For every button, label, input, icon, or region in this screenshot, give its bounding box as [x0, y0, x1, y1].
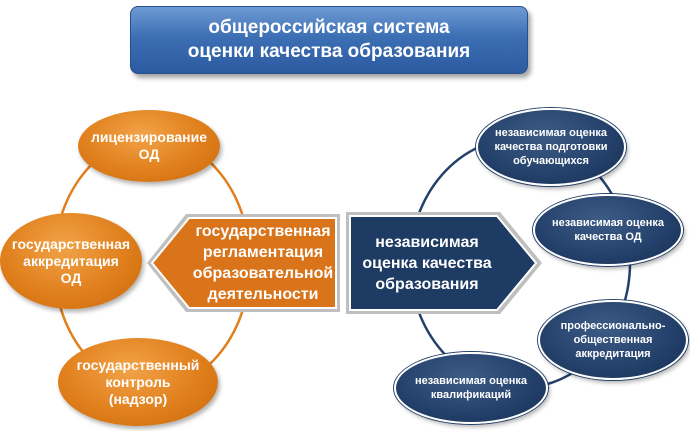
node-student-training-line-2: качества подготовки [494, 141, 608, 153]
node-professional-accreditation-line-1: профессионально- [560, 320, 666, 332]
title-line-1: общероссийская система [208, 17, 450, 38]
state-regulation-line-4: деятельности [207, 286, 319, 303]
right-arrow-fill [349, 215, 538, 311]
independent-assessment-line-1: независимая [375, 233, 479, 251]
state-regulation-line-2: регламентация [202, 244, 324, 261]
node-state-control-line-3: (надзор) [108, 390, 168, 407]
node-od-quality-line-1: независимая оценка [551, 217, 665, 229]
independent-assessment-label: независимая оценка качества образования [352, 218, 502, 308]
state-regulation-label: государственная регламентация образовате… [190, 218, 336, 308]
node-od-quality-line-2: качества ОД [574, 231, 642, 243]
node-od-quality-assessment: независимая оценка качества ОД [533, 194, 683, 266]
state-regulation-line-3: образовательной [192, 265, 334, 282]
system-title-box: общероссийская система оценки качества о… [130, 6, 528, 74]
node-professional-accreditation-line-2: общественная [573, 334, 653, 346]
node-student-training-assessment: независимая оценка качества подготовки о… [476, 108, 626, 186]
node-professional-accreditation: профессионально- общественная аккредитац… [538, 300, 688, 380]
node-licensing-line-1: лицензирование [90, 129, 208, 145]
node-licensing-line-2: ОД [138, 146, 160, 162]
node-state-accreditation-line-1: государственная [11, 235, 131, 252]
left-arrow-fill [150, 217, 337, 309]
node-state-control-line-2: контроль [105, 373, 171, 390]
node-state-accreditation-line-3: ОД [60, 269, 82, 286]
state-regulation-line-1: государственная [195, 223, 331, 240]
node-qualifications-line-2: квалификаций [430, 389, 512, 401]
independent-assessment-line-3: образования [375, 275, 479, 293]
node-student-training-line-1: независимая оценка [494, 127, 608, 139]
node-state-accreditation: государственная аккредитация ОД [0, 213, 142, 309]
node-state-control-line-1: государственный [76, 356, 200, 373]
title-line-2: оценки качества образования [187, 41, 471, 62]
node-licensing: лицензирование ОД [78, 110, 220, 182]
node-qualifications-assessment: независимая оценка квалификаций [394, 352, 548, 424]
node-state-accreditation-line-2: аккредитация [23, 252, 119, 269]
node-qualifications-line-1: независимая оценка [414, 375, 528, 387]
node-student-training-line-3: обучающихся [513, 155, 589, 167]
independent-assessment-line-2: оценка качества [362, 254, 492, 272]
node-state-control: государственный контроль (надзор) [58, 338, 218, 426]
node-professional-accreditation-line-3: аккредитация [575, 348, 651, 360]
